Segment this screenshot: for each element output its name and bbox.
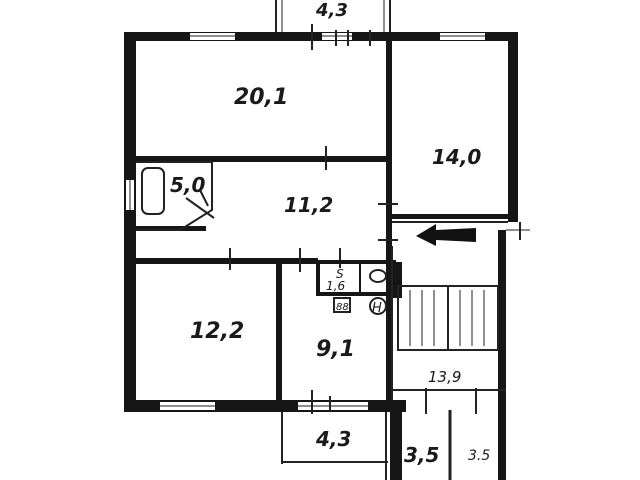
outer-walls: [124, 32, 518, 480]
windows-bottom: [160, 402, 368, 410]
balcony-top: [275, 0, 391, 35]
stairwell: [391, 221, 530, 400]
bathroom-room: [136, 161, 215, 231]
window-left: [126, 180, 134, 210]
label-stair: 13,9: [428, 368, 461, 386]
label-loggia-b: 3.5: [468, 448, 490, 464]
entrance-arrow-icon: [416, 224, 476, 246]
loggias: [390, 400, 506, 480]
water-heater-mark: H: [372, 301, 382, 316]
balcony-bottom: [281, 412, 388, 480]
label-living-room: 20,1: [234, 85, 288, 110]
kitchen-fixtures: [333, 297, 387, 315]
label-bedroom-right: 14,0: [432, 145, 481, 169]
interior-walls: [136, 36, 508, 406]
windows-top: [190, 33, 485, 40]
label-balcony-bottom: 4,3: [315, 427, 351, 451]
label-toilet: 1,6: [326, 279, 345, 293]
stove-mark: 88: [336, 302, 349, 313]
label-hall: 11,2: [284, 193, 333, 217]
door-marks: [229, 24, 521, 414]
label-loggia-a: 3,5: [404, 443, 439, 467]
label-bathroom: 5,0: [170, 173, 206, 197]
label-balcony-top: 4,3: [315, 0, 348, 21]
toilet-mark: S: [336, 267, 344, 281]
toilet-block: [316, 260, 402, 298]
label-bedroom-left: 12,2: [190, 319, 244, 344]
label-kitchen: 9,1: [316, 337, 355, 362]
